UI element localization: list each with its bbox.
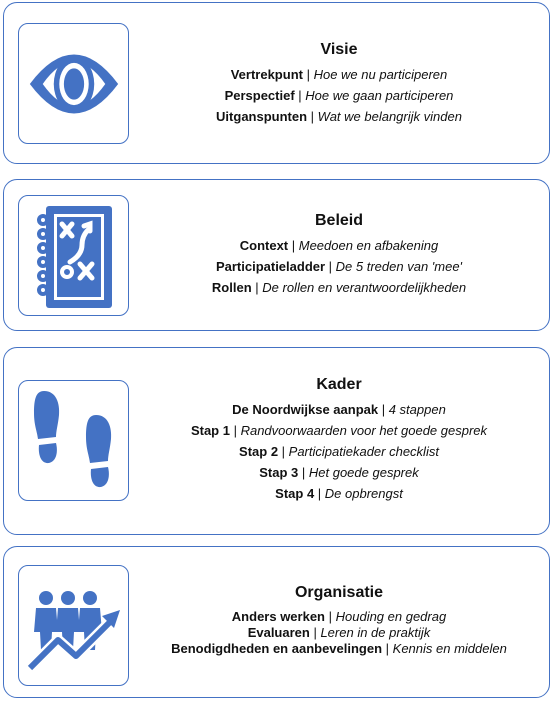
team-growth-icon (25, 590, 120, 672)
item-label: Evaluaren (247, 625, 310, 640)
item-line: Rollen | De rollen en verantwoordelijkhe… (129, 277, 549, 298)
card-beleid: Beleid Context | Meedoen en afbakening P… (3, 179, 550, 331)
separator: | (278, 444, 289, 459)
item-desc: Randvoorwaarden voor het goede gesprek (240, 423, 488, 438)
item-desc: Het goede gesprek (308, 465, 419, 480)
separator: | (309, 625, 321, 640)
item-desc: Hoe we nu participeren (313, 67, 448, 82)
item-line: Stap 4 | De opbrengst (129, 483, 549, 504)
item-label: Vertrekpunt (230, 67, 303, 82)
separator: | (378, 402, 389, 417)
item-label: Anders werken (231, 609, 325, 624)
item-desc: Houding en gedrag (335, 609, 447, 624)
icon-box-visie (18, 23, 129, 144)
item-line: Vertrekpunt | Hoe we nu participeren (129, 64, 549, 85)
separator: | (382, 641, 393, 656)
icon-box-beleid (18, 195, 129, 316)
item-desc: De opbrengst (324, 486, 403, 501)
item-line: De Noordwijkse aanpak | 4 stappen (129, 399, 549, 420)
item-line: Stap 1 | Randvoorwaarden voor het goede … (129, 420, 549, 441)
item-label: De Noordwijkse aanpak (232, 402, 379, 417)
text-block-organisatie: Organisatie Anders werken | Houding en g… (129, 584, 549, 657)
item-label: Stap 3 (259, 465, 299, 480)
icon-box-kader (18, 380, 129, 501)
card-title: Visie (320, 41, 358, 58)
text-block-kader: Kader De Noordwijkse aanpak | 4 stappen … (129, 376, 549, 504)
item-desc: Wat we belangrijk vinden (317, 109, 462, 124)
item-label: Perspectief (224, 88, 299, 103)
item-label: Stap 1 (190, 423, 230, 438)
item-line: Anders werken | Houding en gedrag (129, 609, 549, 625)
item-line: Uitganspunten | Wat we belangrijk vinden (129, 106, 549, 127)
separator: | (229, 423, 241, 438)
strategy-notebook-icon (36, 205, 112, 308)
item-line: Benodigdheden en aanbevelingen | Kennis … (129, 641, 549, 657)
separator: | (298, 465, 309, 480)
item-label: Participatieladder (215, 259, 326, 274)
separator: | (325, 609, 336, 624)
text-block-beleid: Beleid Context | Meedoen en afbakening P… (129, 212, 549, 298)
separator: | (314, 486, 325, 501)
card-title: Kader (316, 376, 362, 393)
item-desc: Leren in de praktijk (320, 625, 431, 640)
item-desc: Meedoen en afbakening (298, 238, 439, 253)
item-line: Stap 3 | Het goede gesprek (129, 462, 549, 483)
eye-icon (29, 54, 118, 113)
separator: | (288, 238, 299, 253)
card-visie: Visie Vertrekpunt | Hoe we nu participer… (3, 2, 550, 164)
item-desc: Hoe we gaan participeren (305, 88, 454, 103)
item-desc: Kennis en middelen (392, 641, 507, 656)
separator: | (302, 67, 314, 82)
separator: | (251, 280, 263, 295)
card-title: Organisatie (294, 584, 384, 601)
item-desc: 4 stappen (388, 402, 446, 417)
item-label: Stap 4 (275, 486, 315, 501)
item-line: Context | Meedoen en afbakening (129, 235, 549, 256)
card-organisatie: Organisatie Anders werken | Houding en g… (3, 546, 550, 698)
item-desc: De 5 treden van 'mee' (335, 259, 463, 274)
icon-box-organisatie (18, 565, 129, 686)
text-block-visie: Visie Vertrekpunt | Hoe we nu participer… (129, 41, 549, 127)
card-kader: Kader De Noordwijkse aanpak | 4 stappen … (3, 347, 550, 535)
item-line: Perspectief | Hoe we gaan participeren (129, 85, 549, 106)
item-line: Evaluaren | Leren in de praktijk (129, 625, 549, 641)
item-desc: Participatiekader checklist (288, 444, 439, 459)
item-label: Uitganspunten (216, 109, 308, 124)
card-title: Beleid (314, 212, 363, 229)
item-line: Participatieladder | De 5 treden van 'me… (129, 256, 549, 277)
footprints-icon (33, 390, 111, 487)
item-line: Stap 2 | Participatiekader checklist (129, 441, 549, 462)
separator: | (325, 259, 336, 274)
item-label: Benodigdheden en aanbevelingen (171, 641, 383, 656)
item-desc: De rollen en verantwoordelijkheden (262, 280, 467, 295)
separator: | (298, 88, 306, 103)
item-label: Rollen (211, 280, 252, 295)
item-label: Stap 2 (239, 444, 279, 459)
item-label: Context (239, 238, 289, 253)
separator: | (307, 109, 318, 124)
